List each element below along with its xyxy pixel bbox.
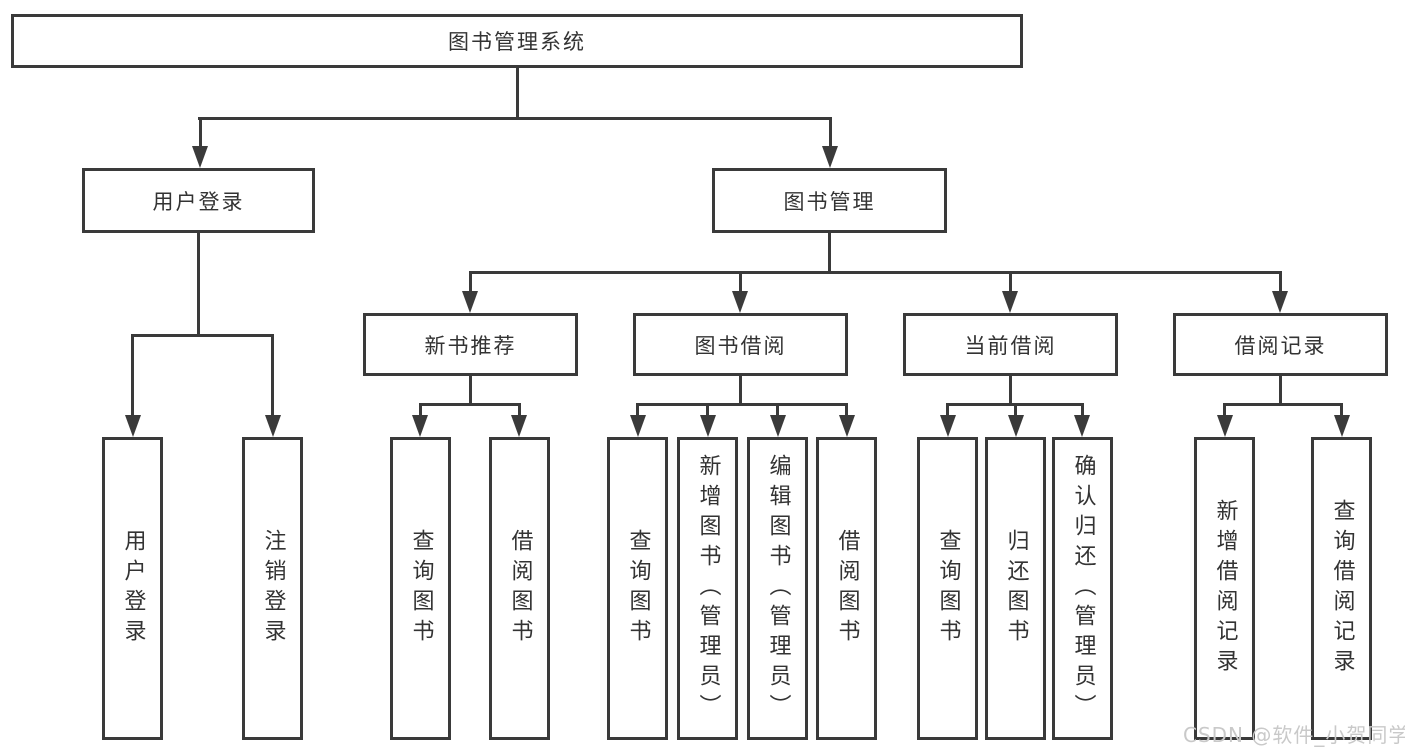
leaf-return-books: 归还图书 xyxy=(985,437,1046,740)
arrow-to-leaf xyxy=(511,415,527,437)
leaf-query-books-3: 查询图书 xyxy=(917,437,978,740)
connector-book-borrow-branch xyxy=(636,403,847,406)
arrow-to-current-borrow xyxy=(1002,291,1018,313)
leaf-user-login-label: 用户登录 xyxy=(120,528,146,649)
connector-drop-leaf xyxy=(1223,403,1226,417)
leaf-add-borrow-record: 新增借阅记录 xyxy=(1194,437,1255,740)
connector-drop-leaf xyxy=(419,403,422,417)
leaf-query-books-3-label: 查询图书 xyxy=(935,528,961,649)
node-current-borrow: 当前借阅 xyxy=(903,313,1118,376)
arrow-to-leaf xyxy=(630,415,646,437)
connector-current-borrow-stem xyxy=(1009,376,1012,406)
leaf-logout: 注销登录 xyxy=(242,437,303,740)
connector-drop-leaf xyxy=(845,403,848,417)
connector-new-books-branch xyxy=(419,403,521,406)
arrow-to-leaf xyxy=(412,415,428,437)
arrow-to-login-leaf xyxy=(125,415,141,437)
connector-drop-book-borrow xyxy=(739,271,742,295)
leaf-edit-books-admin-label: 编辑图书（管理员） xyxy=(765,453,791,724)
connector-drop-user-login xyxy=(199,117,202,150)
leaf-logout-label: 注销登录 xyxy=(260,528,286,649)
leaf-query-books-2-label: 查询图书 xyxy=(625,528,651,649)
arrow-to-leaf xyxy=(1334,415,1350,437)
leaf-query-books-1-label: 查询图书 xyxy=(408,528,434,649)
connector-drop-logout-leaf xyxy=(271,334,274,417)
arrow-to-book-management xyxy=(822,146,838,168)
leaf-confirm-return-admin: 确认归还（管理员） xyxy=(1052,437,1113,740)
leaf-query-borrow-record-label: 查询借阅记录 xyxy=(1329,498,1355,679)
leaf-query-books-1: 查询图书 xyxy=(390,437,451,740)
connector-drop-borrow-records xyxy=(1279,271,1282,295)
connector-drop-book-management xyxy=(829,117,832,150)
node-root-label: 图书管理系统 xyxy=(448,30,586,54)
leaf-return-books-label: 归还图书 xyxy=(1003,528,1029,649)
leaf-edit-books-admin: 编辑图书（管理员） xyxy=(747,437,808,740)
arrow-to-leaf xyxy=(1074,415,1090,437)
connector-root-branch xyxy=(198,117,832,120)
connector-drop-leaf xyxy=(518,403,521,417)
connector-new-books-stem xyxy=(469,376,472,406)
arrow-to-leaf xyxy=(770,415,786,437)
connector-root-stem xyxy=(516,68,519,119)
connector-book-mgmt-stem xyxy=(828,233,831,274)
leaf-borrow-books-2: 借阅图书 xyxy=(816,437,877,740)
arrow-to-leaf xyxy=(1008,415,1024,437)
connector-drop-leaf xyxy=(1081,403,1084,417)
leaf-borrow-books-2-label: 借阅图书 xyxy=(834,528,860,649)
connector-drop-leaf xyxy=(1014,403,1017,417)
connector-drop-leaf xyxy=(636,403,639,417)
node-new-book-recommend-label: 新书推荐 xyxy=(424,333,517,358)
arrow-to-leaf xyxy=(700,415,716,437)
connector-book-mgmt-branch xyxy=(469,271,1282,274)
arrow-to-logout-leaf xyxy=(265,415,281,437)
node-book-borrow: 图书借阅 xyxy=(633,313,848,376)
node-borrow-records-label: 借阅记录 xyxy=(1234,333,1327,358)
leaf-borrow-books-1: 借阅图书 xyxy=(489,437,550,740)
arrow-to-borrow-records xyxy=(1272,291,1288,313)
arrow-to-book-borrow xyxy=(732,291,748,313)
leaf-add-books-admin: 新增图书（管理员） xyxy=(677,437,738,740)
leaf-query-books-2: 查询图书 xyxy=(607,437,668,740)
connector-borrow-records-branch xyxy=(1223,403,1343,406)
csdn-watermark: CSDN @软件_小贺同学 xyxy=(1183,723,1405,747)
node-user-login: 用户登录 xyxy=(82,168,315,233)
arrow-to-leaf xyxy=(940,415,956,437)
leaf-borrow-books-1-label: 借阅图书 xyxy=(507,528,533,649)
node-borrow-records: 借阅记录 xyxy=(1173,313,1388,376)
connector-drop-new-books xyxy=(469,271,472,295)
node-book-management: 图书管理 xyxy=(712,168,947,233)
connector-drop-leaf xyxy=(946,403,949,417)
node-book-management-label: 图书管理 xyxy=(783,189,876,214)
leaf-user-login: 用户登录 xyxy=(102,437,163,740)
arrow-to-user-login xyxy=(192,146,208,168)
node-book-borrow-label: 图书借阅 xyxy=(694,333,787,358)
connector-user-login-stem xyxy=(197,233,200,337)
arrow-to-new-books xyxy=(462,291,478,313)
arrow-to-leaf xyxy=(1217,415,1233,437)
connector-drop-current-borrow xyxy=(1009,271,1012,295)
connector-drop-leaf xyxy=(706,403,709,417)
connector-book-borrow-stem xyxy=(739,376,742,406)
connector-drop-login-leaf xyxy=(131,334,134,417)
node-new-book-recommend: 新书推荐 xyxy=(363,313,578,376)
connector-drop-leaf xyxy=(776,403,779,417)
connector-drop-leaf xyxy=(1340,403,1343,417)
node-current-borrow-label: 当前借阅 xyxy=(964,333,1057,358)
node-root: 图书管理系统 xyxy=(11,14,1023,68)
connector-borrow-records-stem xyxy=(1279,376,1282,406)
arrow-to-leaf xyxy=(839,415,855,437)
connector-user-login-branch xyxy=(131,334,274,337)
leaf-add-borrow-record-label: 新增借阅记录 xyxy=(1212,498,1238,679)
leaf-confirm-return-admin-label: 确认归还（管理员） xyxy=(1070,453,1096,724)
leaf-query-borrow-record: 查询借阅记录 xyxy=(1311,437,1372,740)
leaf-add-books-admin-label: 新增图书（管理员） xyxy=(695,453,721,724)
node-user-login-label: 用户登录 xyxy=(152,189,245,214)
